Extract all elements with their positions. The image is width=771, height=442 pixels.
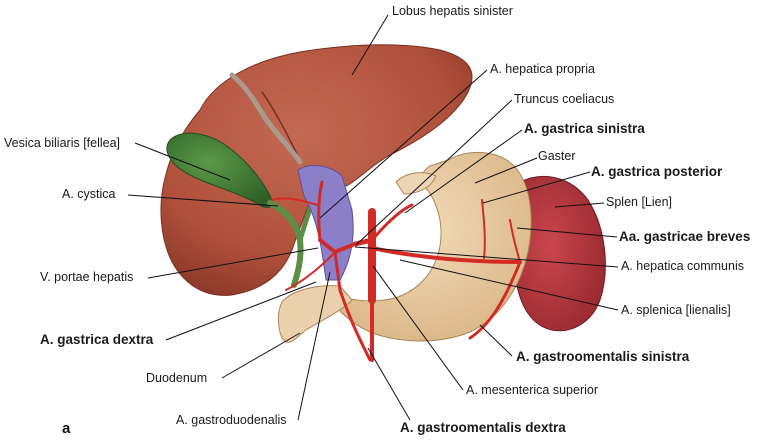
a-gastroomentalis-sinistra-vessel [468, 260, 522, 340]
a-hepatica-propria-vessel [317, 180, 324, 242]
ligamentum-teres [229, 72, 303, 165]
a-gastroomentalis-dextra-vessel [338, 288, 372, 362]
leader-a-cystica [127, 194, 279, 207]
a-cystica-vessel [271, 197, 319, 206]
duodenum-shape [278, 285, 353, 343]
leader-a-gastroomentalis-dextra [367, 347, 411, 421]
label-v-portae-hepatis: V. portae hepatis [40, 270, 134, 284]
leader-a-gastroomentalis-sinistra [479, 324, 513, 357]
leader-a-hepatica-communis [354, 246, 619, 268]
panel-letter: a [62, 420, 71, 437]
label-a-gastrica-sinistra: A. gastrica sinistra [524, 121, 645, 136]
label-truncus-coeliacus: Truncus coeliacus [514, 92, 615, 106]
label-gaster: Gaster [538, 149, 576, 163]
leader-a-hepatica-propria [319, 69, 488, 219]
a-gastrica-dextra-vessel [285, 251, 336, 291]
leader-a-gastrica-dextra [165, 281, 317, 341]
a-gastrica-sinistra-vessel [370, 203, 414, 242]
label-a-splenica: A. splenica [lienalis] [621, 303, 731, 317]
label-splen: Splen [Lien] [606, 195, 673, 209]
leader-splen [554, 202, 605, 208]
label-aa-gastricae-breves: Aa. gastricae breves [619, 229, 751, 244]
leader-a-gastroduodenalis [297, 271, 331, 421]
a-gastrica-posterior-vessel [481, 199, 486, 259]
leader-aa-gastricae-breves [516, 227, 618, 238]
leader-truncus-coeliacus [355, 99, 513, 246]
label-a-cystica: A. cystica [62, 187, 116, 201]
arteries [271, 180, 522, 362]
label-vesica-biliaris: Vesica biliaris [fellea] [4, 136, 121, 150]
label-duodenum: Duodenum [146, 371, 208, 385]
label-a-gastroomentalis-sinistra: A. gastroomentalis sinistra [516, 349, 690, 364]
stomach-shape [329, 151, 532, 342]
label-a-mesenterica-superior: A. mesenterica superior [466, 383, 599, 397]
leader-a-gastrica-sinistra [404, 129, 523, 214]
leader-gaster [474, 157, 538, 184]
leader-a-splenica [399, 259, 619, 311]
label-a-gastrica-posterior: A. gastrica posterior [591, 164, 723, 179]
label-a-hepatica-propria: A. hepatica propria [490, 62, 595, 76]
a-gastroduodenalis-vessel [333, 250, 342, 292]
leader-a-mesenterica-superior [372, 265, 464, 391]
leader-lines [127, 14, 619, 421]
gallbladder-shape [166, 132, 273, 208]
leader-v-portae-hepatis [147, 247, 319, 279]
label-a-gastroomentalis-dextra: A. gastroomentalis dextra [400, 420, 566, 435]
label-lobus-hepatis-sinister: Lobus hepatis sinister [392, 4, 513, 18]
label-a-gastroduodenalis: A. gastroduodenalis [176, 413, 287, 427]
aa-gastricae-breves-vessel [509, 219, 521, 263]
label-a-hepatica-communis: A. hepatica communis [621, 259, 744, 273]
a-splenica-vessel [370, 246, 522, 264]
label-a-gastrica-dextra: A. gastrica dextra [40, 332, 154, 347]
leader-duodenum [221, 332, 301, 379]
leader-vesica-biliaris [134, 142, 231, 181]
leader-lobus-hepatis-sinister [351, 14, 389, 76]
leader-a-gastrica-posterior [482, 171, 591, 204]
